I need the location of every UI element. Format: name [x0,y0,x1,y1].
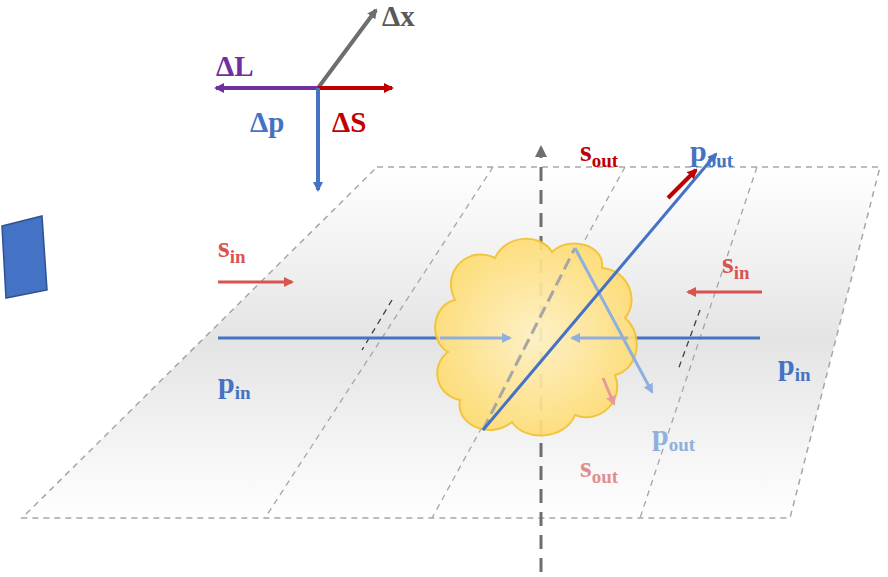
spin-label: sout [580,136,618,170]
transfer-label: ΔS [332,108,366,137]
momentum-label: pin [778,350,811,384]
transfer-label: Δx [382,2,415,31]
momentum-label: pout [652,420,695,454]
spin-label: sin [722,248,750,282]
transfer-label: Δp [250,108,284,137]
momentum-label: pin [218,368,251,402]
spin-label: sout [580,452,618,486]
spin-label: sin [218,232,246,266]
momentum-label: pout [690,136,733,170]
transfer-label: ΔL [216,52,254,81]
